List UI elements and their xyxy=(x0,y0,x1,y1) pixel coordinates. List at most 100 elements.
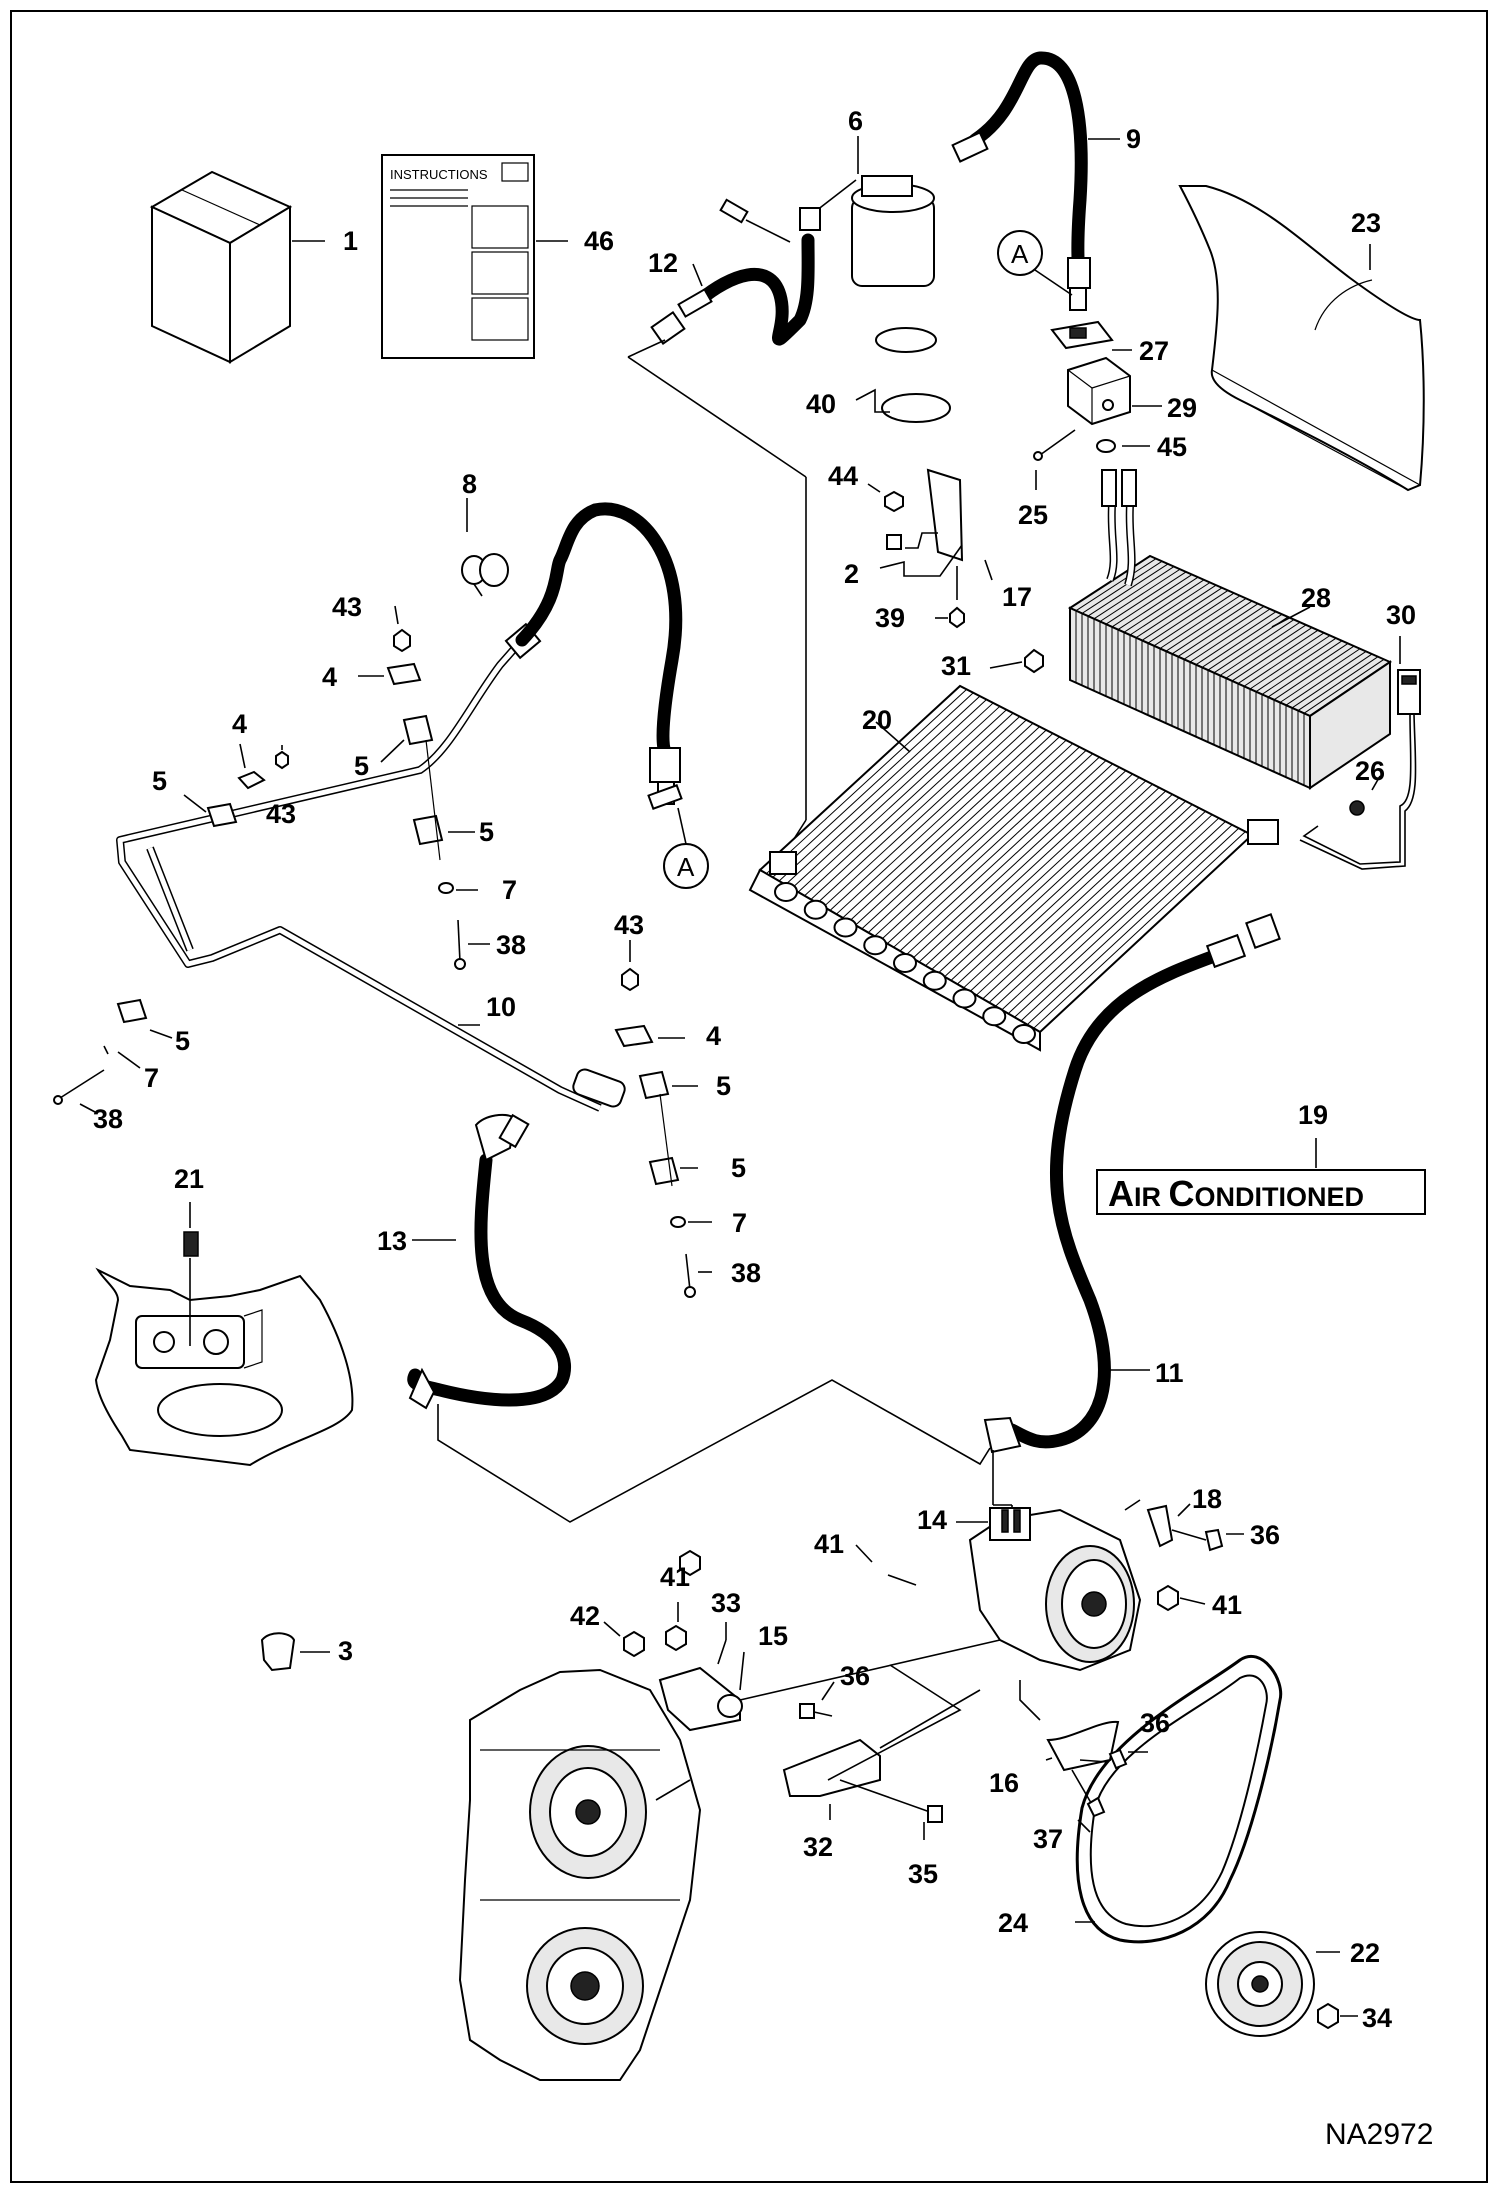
callout-39: 39 xyxy=(875,603,905,633)
part-bolt-34 xyxy=(1317,2002,1339,2030)
callout-7b: 7 xyxy=(144,1063,159,1093)
part-nut-41-compressor xyxy=(679,1549,701,1577)
callout-16: 16 xyxy=(989,1768,1019,1798)
callout-45: 45 xyxy=(1157,432,1187,462)
callout-21: 21 xyxy=(174,1164,204,1194)
callout-15: 15 xyxy=(758,1621,788,1651)
callout-9: 9 xyxy=(1126,124,1141,154)
callout-36c: 36 xyxy=(1140,1708,1170,1738)
callout-18: 18 xyxy=(1192,1484,1222,1514)
callout-35: 35 xyxy=(908,1859,938,1889)
callout-36a: 36 xyxy=(1250,1520,1280,1550)
callout-5d: 5 xyxy=(175,1026,190,1056)
callout-34: 34 xyxy=(1362,2003,1392,2033)
part-hose-12 xyxy=(650,233,815,346)
part-hose-8 xyxy=(515,502,683,810)
part-nut-41-left xyxy=(665,1624,687,1652)
callout-5f: 5 xyxy=(731,1153,746,1183)
connector-a-top-label: A xyxy=(1011,239,1029,269)
part-nut-42 xyxy=(623,1630,645,1658)
callout-36b: 36 xyxy=(840,1661,870,1691)
part-clip-2 xyxy=(886,534,902,550)
callout-38a: 38 xyxy=(496,930,526,960)
callout-43a: 43 xyxy=(332,592,362,622)
part-control-panel-21 xyxy=(94,1231,354,1467)
callout-3: 3 xyxy=(338,1636,353,1666)
callout-14: 14 xyxy=(917,1505,947,1535)
callout-30: 30 xyxy=(1386,600,1416,630)
callout-41b: 41 xyxy=(660,1562,690,1592)
part-cover-23 xyxy=(1178,185,1425,492)
part-spacer-15 xyxy=(717,1694,743,1718)
callout-40: 40 xyxy=(806,389,836,419)
part-plate-27 xyxy=(1050,320,1114,350)
callout-2: 2 xyxy=(844,559,859,589)
part-nut-41-right xyxy=(1157,1584,1179,1612)
callout-33: 33 xyxy=(711,1588,741,1618)
callout-19: 19 xyxy=(1298,1100,1328,1130)
callout-4b: 4 xyxy=(232,709,247,739)
mount-group-c xyxy=(53,998,148,1105)
callout-27: 27 xyxy=(1139,336,1169,366)
callout-labels: 1 46 6 9 23 12 27 40 29 45 8 44 25 2 17 … xyxy=(93,106,1416,2033)
callout-25: 25 xyxy=(1018,500,1048,530)
part-mounting-bracket xyxy=(926,468,964,562)
callout-1: 1 xyxy=(343,226,358,256)
callout-23: 23 xyxy=(1351,208,1381,238)
part-tube-10 xyxy=(116,622,626,1112)
part-instructions-sheet: INSTRUCTIONS xyxy=(381,154,535,359)
part-clip-3 xyxy=(260,1632,296,1672)
mount-group-a xyxy=(386,628,466,970)
callout-43c: 43 xyxy=(614,910,644,940)
part-o-ring-45 xyxy=(1096,439,1116,453)
part-bracket-16 xyxy=(1046,1720,1128,1818)
callout-20: 20 xyxy=(862,705,892,735)
air-conditioned-text: AIR CONDITIONED xyxy=(1108,1173,1364,1214)
part-bracket-33 xyxy=(658,1666,741,1732)
callout-41a: 41 xyxy=(814,1529,844,1559)
part-pulley-22 xyxy=(1205,1931,1315,2037)
part-clip-31 xyxy=(1024,648,1044,674)
connector-a-lower-label: A xyxy=(677,852,695,882)
callout-17: 17 xyxy=(1002,582,1032,612)
instructions-label: INSTRUCTIONS xyxy=(390,167,488,182)
part-bracket-32 xyxy=(782,1738,943,1823)
part-hose-13 xyxy=(407,1113,572,1410)
part-clamp-8 xyxy=(461,553,509,597)
callout-24: 24 xyxy=(998,1908,1028,1938)
part-bolt-36-left xyxy=(799,1703,833,1719)
part-receiver-drier xyxy=(799,175,935,287)
part-clamp-bands xyxy=(875,327,951,423)
callout-26: 26 xyxy=(1355,756,1385,786)
part-grommet-26 xyxy=(1349,800,1365,816)
callout-28: 28 xyxy=(1301,583,1331,613)
callout-10: 10 xyxy=(486,992,516,1022)
part-bracket-18 xyxy=(1146,1504,1224,1552)
callout-5e: 5 xyxy=(716,1071,731,1101)
callout-22: 22 xyxy=(1350,1938,1380,1968)
callout-43b: 43 xyxy=(266,799,296,829)
callout-38c: 38 xyxy=(731,1258,761,1288)
air-conditioned-badge: AIR CONDITIONED xyxy=(1096,1169,1426,1215)
callout-5c: 5 xyxy=(479,817,494,847)
callout-5b: 5 xyxy=(152,766,167,796)
part-thermostat-30 xyxy=(1299,669,1421,870)
callout-31: 31 xyxy=(941,651,971,681)
callout-38b: 38 xyxy=(93,1104,123,1134)
mount-group-d xyxy=(614,967,696,1298)
callout-4a: 4 xyxy=(322,662,337,692)
part-screw-39 xyxy=(949,606,965,629)
callout-4c: 4 xyxy=(706,1021,721,1051)
callout-41c: 41 xyxy=(1212,1590,1242,1620)
callout-32: 32 xyxy=(803,1832,833,1862)
callout-46: 46 xyxy=(584,226,614,256)
callout-29: 29 xyxy=(1167,393,1197,423)
part-nut-44 xyxy=(884,490,904,513)
callout-37: 37 xyxy=(1033,1824,1063,1854)
connector-a-top xyxy=(997,230,1043,276)
part-expansion-valve-29 xyxy=(1067,356,1131,426)
callout-42: 42 xyxy=(570,1601,600,1631)
part-compressor-14 xyxy=(968,1507,1142,1672)
callout-7a: 7 xyxy=(502,875,517,905)
